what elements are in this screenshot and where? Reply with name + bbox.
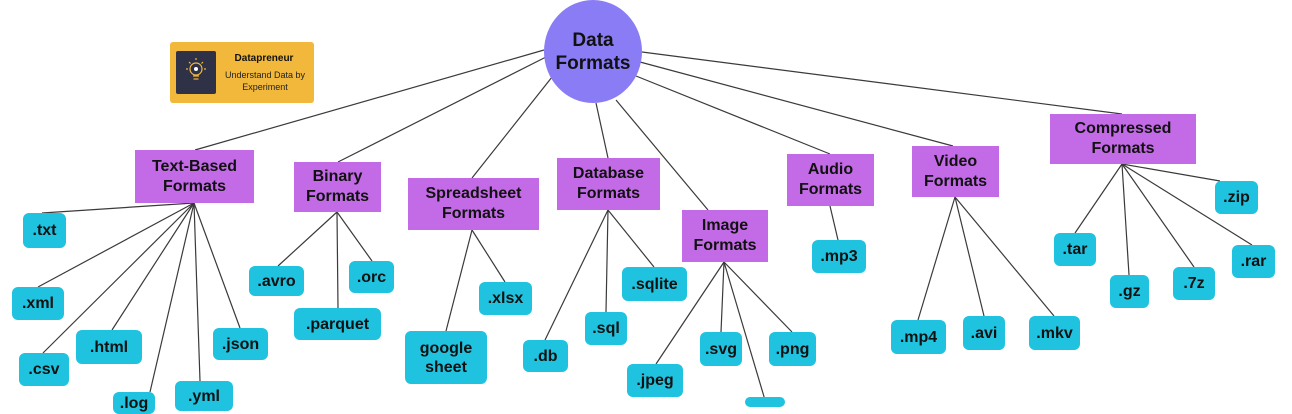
leaf-7z: .7z — [1173, 267, 1215, 300]
leaf-image-partial — [745, 397, 785, 407]
category-label-line2: Formats — [162, 177, 227, 195]
leaf-xlsx: .xlsx — [479, 282, 532, 315]
category-label-line1: Compressed — [1074, 120, 1172, 137]
category-image: Image Formats — [682, 210, 768, 262]
leaf-db: .db — [523, 340, 568, 372]
category-label-line1: Text-Based — [151, 157, 238, 175]
category-label-line1: Audio — [807, 161, 854, 178]
category-text-based: Text-Based Formats — [135, 150, 254, 203]
lightbulb-icon — [176, 51, 216, 94]
data-formats-mindmap: Data Formats Datapreneur Underst — [12, 0, 1275, 414]
leaf-rar: .rar — [1232, 245, 1275, 278]
leaf-sql: .sql — [585, 312, 627, 345]
category-label-line1: Spreadsheet — [425, 185, 522, 202]
root-label-line1: Data — [572, 29, 614, 51]
leaf-txt: .txt — [23, 213, 66, 248]
category-audio: Audio Formats — [787, 154, 874, 206]
leaf-json: .json — [213, 328, 268, 360]
leaf-png: .png — [769, 332, 816, 366]
leaf-jpeg: .jpeg — [627, 364, 683, 397]
leaf-mp4: .mp4 — [891, 320, 946, 354]
badge-tagline-line1: Understand Data by — [224, 70, 306, 80]
leaf-xml: .xml — [12, 287, 64, 320]
category-binary: Binary Formats — [294, 162, 381, 212]
leaf-svg: .svg — [700, 332, 742, 366]
category-label-line2: Formats — [441, 205, 506, 222]
leaf-gz: .gz — [1110, 275, 1149, 308]
leaf-avi: .avi — [963, 316, 1005, 350]
connector-lines — [37, 49, 1253, 401]
leaf-zip: .zip — [1215, 181, 1258, 214]
category-label-line1: Video — [933, 152, 978, 170]
category-database: Database Formats — [557, 158, 660, 210]
category-video: Video Formats — [912, 146, 999, 197]
category-label-line2: Formats — [576, 185, 641, 202]
root-label-line2: Formats — [555, 52, 631, 74]
leaf-html: .html — [76, 330, 142, 364]
leaf-parquet: .parquet — [294, 308, 381, 340]
category-label-line1: Image — [701, 217, 749, 234]
leaf-yml: .yml — [175, 381, 233, 411]
leaf-tar: .tar — [1054, 233, 1096, 266]
badge-tagline-line2: Experiment — [242, 82, 288, 92]
root-node-data-formats: Data Formats — [544, 0, 642, 103]
leaf-avro: .avro — [249, 266, 304, 296]
leaf-sqlite: .sqlite — [622, 267, 687, 301]
category-label-line2: Formats — [798, 181, 863, 198]
leaf-log: .log — [113, 392, 155, 414]
category-label-line1: Database — [572, 165, 645, 182]
leaf-csv: .csv — [19, 353, 69, 386]
leaf-mp3: .mp3 — [812, 240, 866, 273]
category-label-line2: Formats — [693, 237, 757, 254]
leaf-mkv: .mkv — [1029, 316, 1080, 350]
category-spreadsheet: Spreadsheet Formats — [408, 178, 539, 230]
leaf-google-sheet: google sheet — [405, 331, 487, 384]
category-label-line2: Formats — [305, 188, 370, 205]
badge-tagline: Understand Data by Experiment — [218, 69, 312, 93]
badge-title: Datapreneur — [234, 53, 294, 64]
category-compressed: Compressed Formats — [1050, 114, 1196, 164]
leaf-orc: .orc — [349, 261, 394, 293]
leaf-label-line2: sheet — [425, 358, 467, 376]
leaf-label-line1: google — [419, 339, 473, 357]
category-label-line2: Formats — [1091, 140, 1155, 157]
category-label-line1: Binary — [312, 168, 363, 185]
category-label-line2: Formats — [923, 172, 988, 190]
datapreneur-badge: Datapreneur Understand Data by Experimen… — [170, 42, 314, 103]
